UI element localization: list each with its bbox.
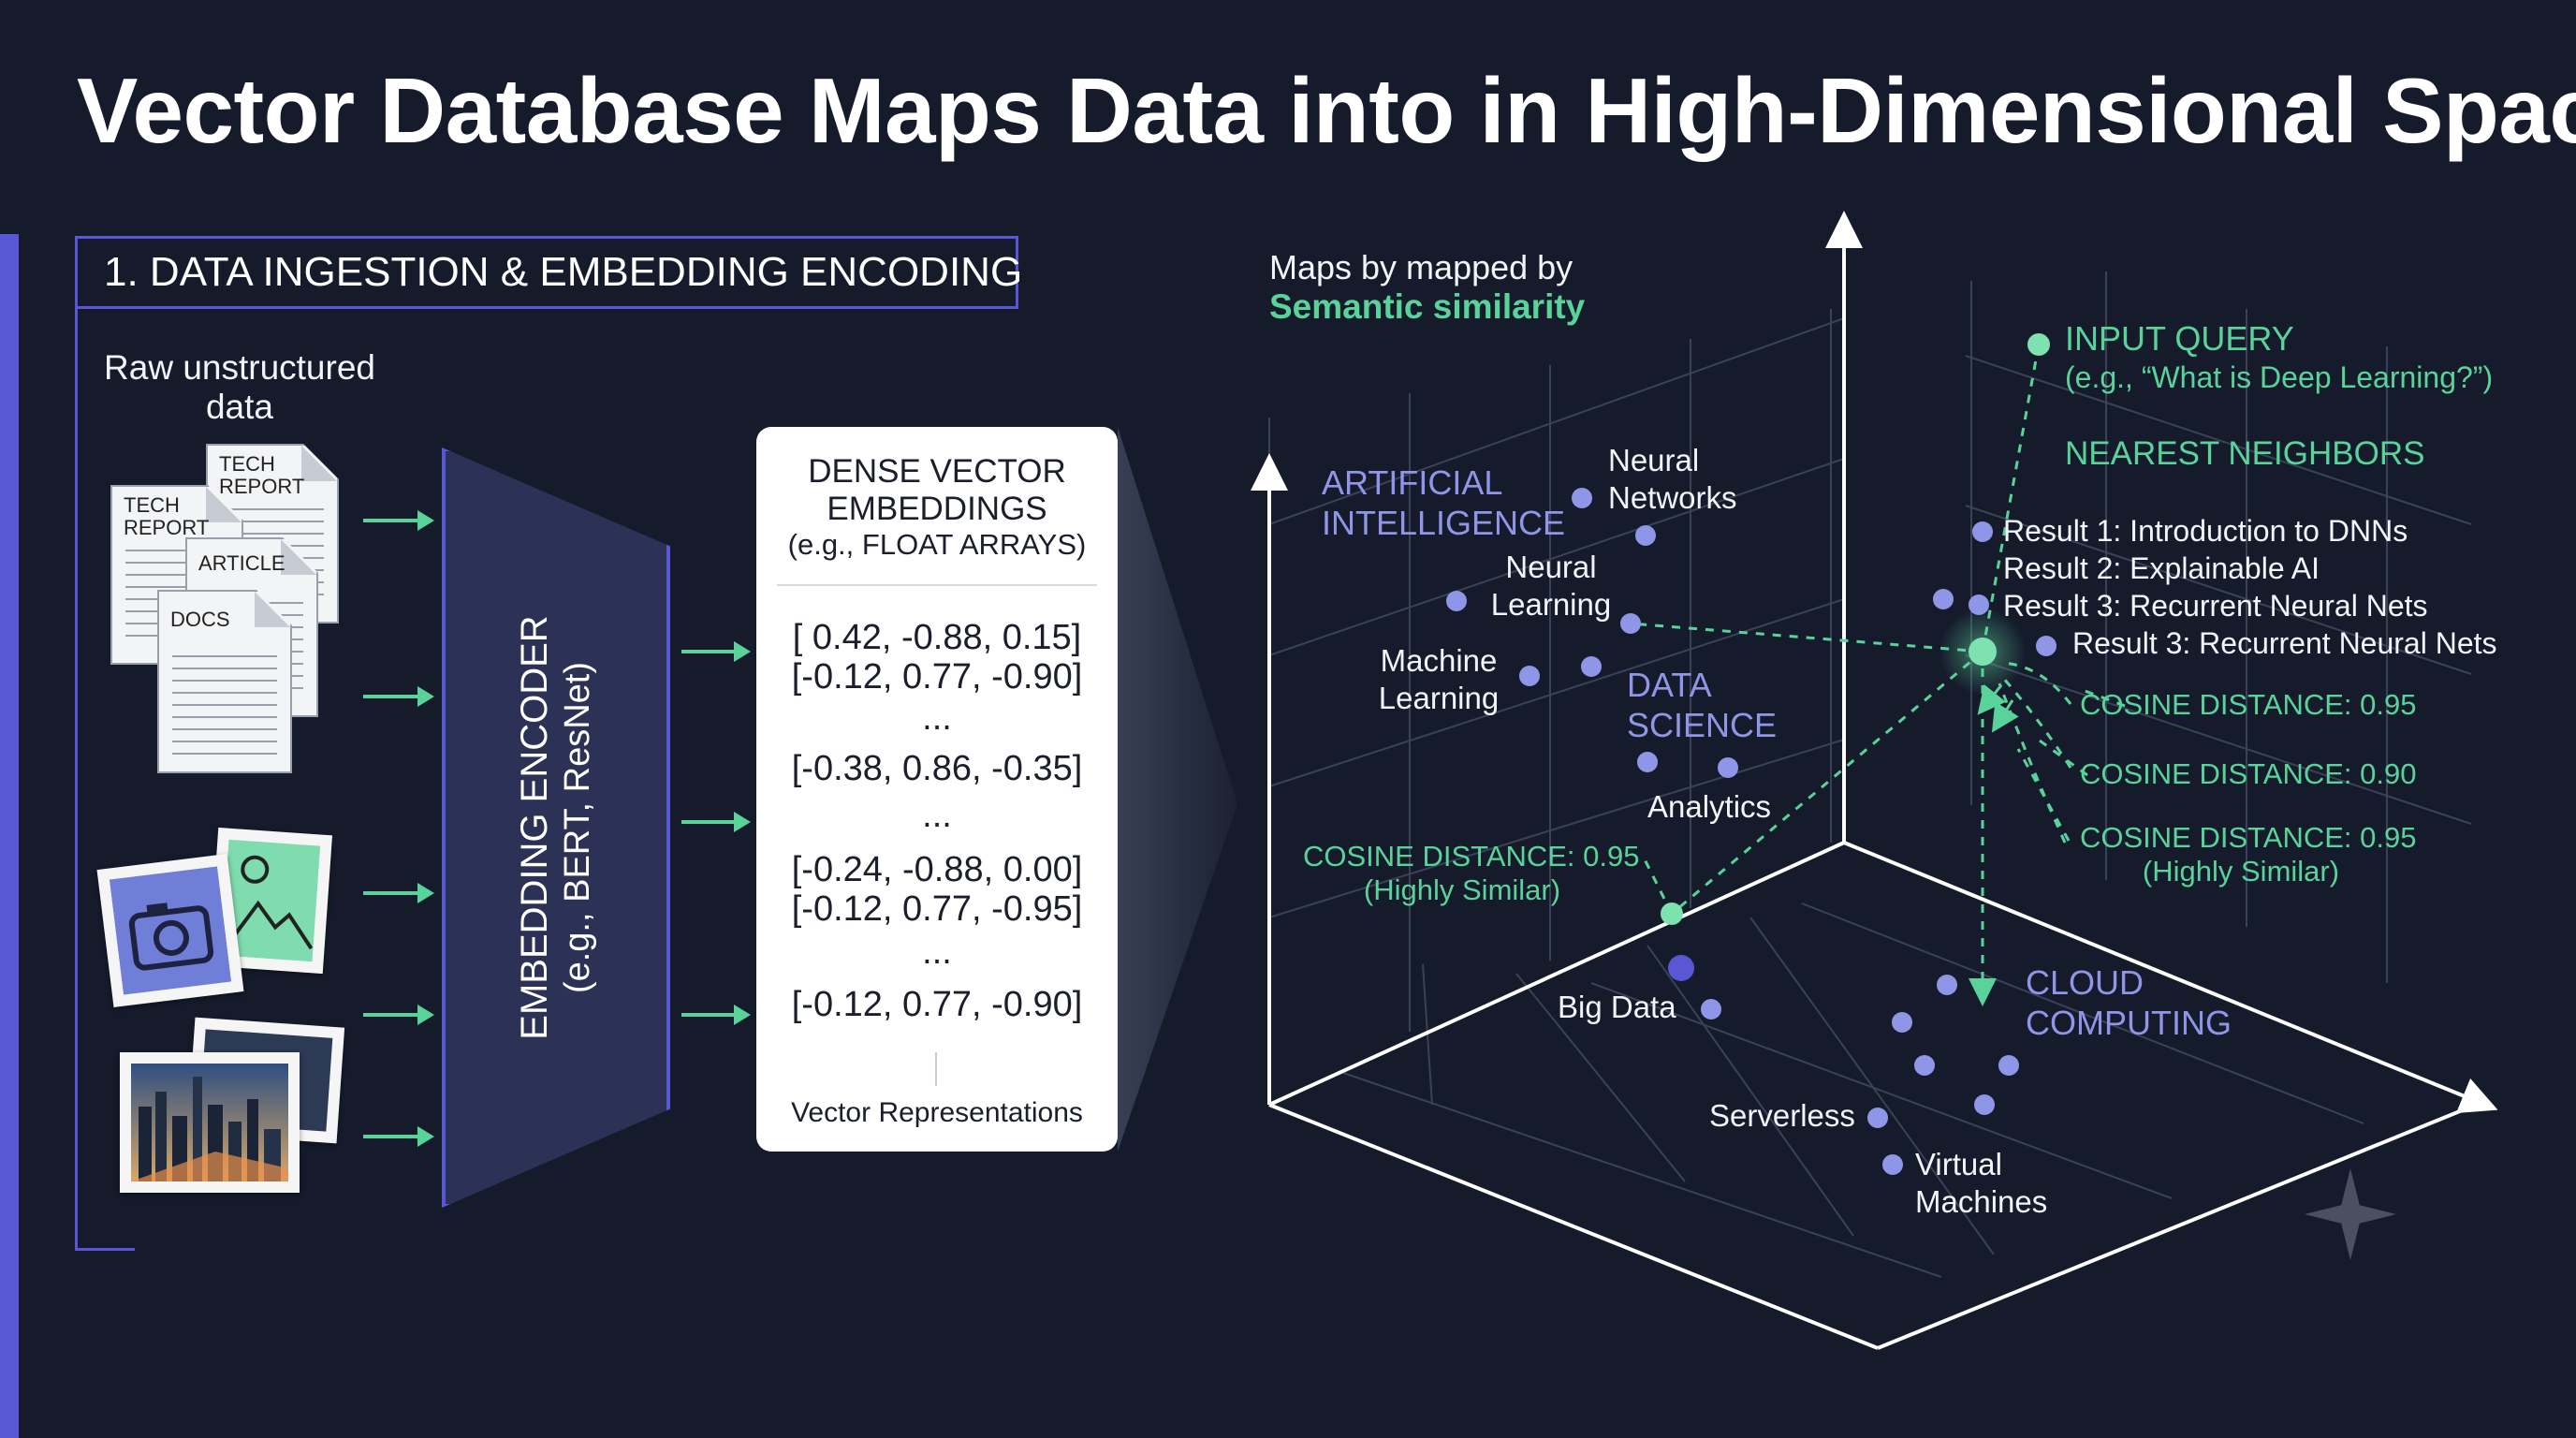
cluster-cloud-label: CLOUD COMPUTING [2026, 963, 2232, 1043]
point-big-data-cluster [1668, 955, 1694, 981]
vector-row: [-0.24, -0.88, 0.00] [791, 850, 1083, 889]
arrow-right-icon [681, 812, 751, 832]
point-label-analytics: Analytics [1647, 789, 1772, 824]
section-frame-foot [75, 1248, 135, 1251]
camera-icon [96, 854, 244, 1007]
cosine-distance-label: COSINE DISTANCE: 0.95 [1303, 840, 1640, 873]
point-label-serverless: Serverless [1709, 1098, 1855, 1133]
floor-edge-front [1268, 1103, 1879, 1350]
doc-label: DOCS [170, 608, 230, 631]
similarity-note: (Highly Similar) [1363, 873, 1561, 906]
document-icon: DOCS [157, 590, 292, 773]
point-label-neural-learning: Neural Learning [1490, 550, 1612, 622]
vector-row: [-0.12, 0.77, -0.90] [791, 657, 1083, 697]
section-frame [75, 309, 78, 1251]
point-label-virtual-machines: Virtual Machines [1915, 1147, 2048, 1219]
embeddings-subheading: (e.g., FLOAT ARRAYS) [787, 528, 1087, 561]
floor-edge-back [1268, 841, 1845, 1107]
image-icon [208, 827, 333, 975]
vector-row: [-0.38, 0.86, -0.35] [791, 749, 1083, 788]
cosine-distance-label: COSINE DISTANCE: 0.90 [2080, 757, 2417, 790]
query-vector-point [1969, 638, 1997, 666]
result-item: Result 3: Recurrent Neural Nets [2003, 589, 2428, 623]
vector-row: [-0.12, 0.77, -0.90] [791, 985, 1083, 1024]
matched-point [1661, 902, 1683, 925]
doc-label: TECH REPORT [124, 493, 210, 539]
vector-ellipsis: ... [922, 796, 952, 835]
arrow-right-icon [681, 1005, 751, 1025]
city-photo [120, 1052, 300, 1193]
cosine-distance-label: COSINE DISTANCE: 0.95 [2080, 688, 2417, 721]
accent-bar [0, 234, 19, 1438]
doc-label: TECH REPORT [219, 452, 305, 498]
point-label-big-data: Big Data [1558, 990, 1676, 1024]
vector-ellipsis: ... [922, 932, 952, 972]
arrow-right-icon [363, 1126, 434, 1147]
arrow-right-icon [681, 641, 751, 662]
nearest-neighbors-heading: NEAREST NEIGHBORS [2065, 435, 2425, 472]
arrow-right-icon [363, 686, 434, 707]
section-heading: 1. DATA INGESTION & EMBEDDING ENCODING [75, 236, 1022, 309]
embeddings-heading: DENSE VECTOR EMBEDDINGS [808, 453, 1066, 527]
space-caption: Maps by mapped by [1269, 248, 1573, 286]
doc-label: ARTICLE [198, 551, 285, 575]
cosine-distance-label: COSINE DISTANCE: 0.95 [2080, 821, 2417, 854]
result-item: Result 2: Explainable AI [2003, 551, 2320, 585]
input-query-point [2027, 333, 2050, 356]
page-title: Vector Database Maps Data into in High-D… [77, 59, 2576, 162]
vector-ellipsis: ... [922, 698, 952, 738]
embeddings-footer: Vector Representations [791, 1097, 1083, 1128]
cluster-ai-label: ARTIFICIAL INTELLIGENCE [1322, 463, 1566, 543]
embeddings-card: DENSE VECTOR EMBEDDINGS (e.g., FLOAT ARR… [756, 427, 1118, 1152]
floor-edge-right [1877, 1101, 2481, 1350]
arrow-right-icon [363, 883, 434, 903]
raw-data-label: Raw unstructured data [104, 348, 375, 426]
space-caption-emphasis: Semantic similarity [1269, 287, 1586, 326]
input-query-example: (e.g., “What is Deep Learning?”) [2065, 360, 2494, 394]
input-query-label: INPUT QUERY [2065, 319, 2294, 358]
result-item: Result 1: Introduction to DNNs [2003, 514, 2408, 548]
result-item: Result 3: Recurrent Neural Nets [2072, 626, 2497, 660]
card-divider [777, 584, 1097, 586]
arrow-right-icon [363, 1005, 434, 1025]
embedding-encoder [442, 448, 670, 1208]
arrow-right-icon [363, 510, 434, 531]
cluster-ds-label: DATA SCIENCE [1627, 666, 1778, 745]
x-axis [1843, 841, 2498, 1113]
embedding-points [1446, 488, 2056, 1175]
similarity-note: (Highly Similar) [2142, 855, 2340, 888]
point-label-neural-networks: Neural Networks [1608, 443, 1737, 515]
vector-row: [ 0.42, -0.88, 0.15] [792, 618, 1082, 657]
point-neural-networks [1572, 488, 1592, 508]
card-connector [935, 1052, 937, 1086]
point-label-machine-learning: Machine Learning [1378, 643, 1500, 715]
vector-row: [-0.12, 0.77, -0.95] [791, 889, 1083, 929]
